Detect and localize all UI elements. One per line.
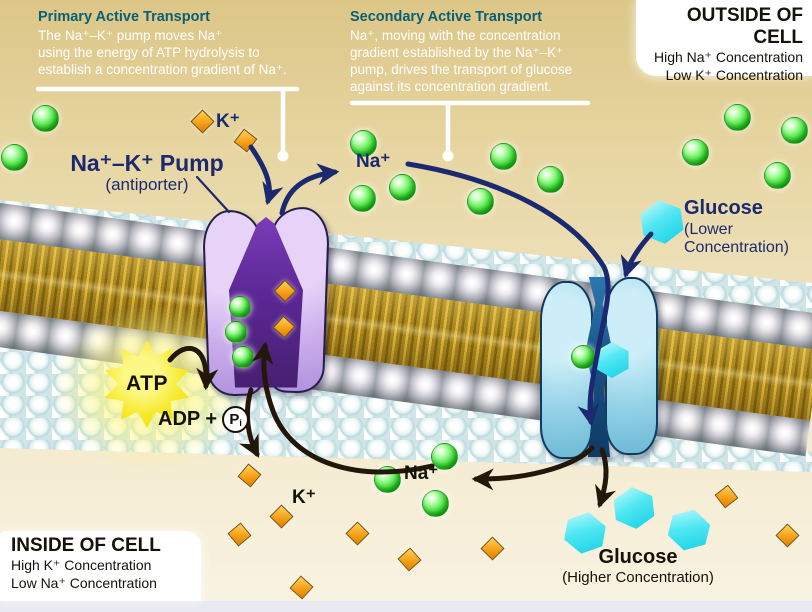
sodium-ion	[764, 162, 791, 189]
sodium-ion	[389, 174, 416, 201]
bottom-strip	[0, 601, 812, 612]
sodium-ion	[1, 144, 28, 171]
glucose-outside-label: Glucose (Lower Concentration)	[684, 197, 789, 257]
glucose-symporter	[540, 277, 658, 459]
sodium-ion	[350, 130, 377, 157]
sodium-ion	[225, 321, 247, 343]
sodium-ion	[349, 185, 376, 212]
primary-body: The Na⁺–K⁺ pump moves Na⁺ using the ener…	[38, 28, 287, 77]
sodium-ion	[682, 139, 709, 166]
potassium-outside-label: K⁺	[216, 111, 240, 132]
primary-transport-annotation: Primary Active Transport The Na⁺–K⁺ pump…	[38, 9, 310, 78]
symporter-left-lobe	[540, 281, 593, 459]
sodium-ion	[229, 296, 251, 318]
outside-of-cell-box: OUTSIDE OF CELL High Na⁺ Concentration L…	[636, 0, 812, 83]
atp-label: ATP	[126, 372, 168, 395]
pump-name: Na⁺–K⁺ Pump	[70, 150, 224, 176]
pump-label: Na⁺–K⁺ Pump (antiporter)	[52, 150, 242, 195]
sodium-ion	[374, 466, 401, 493]
sodium-inside-label: Na⁺	[404, 463, 439, 484]
sodium-ion	[490, 143, 517, 170]
primary-title: Primary Active Transport	[38, 9, 210, 25]
sodium-ion	[431, 443, 458, 470]
sodium-ion	[32, 105, 59, 132]
sodium-potassium-pump	[201, 206, 331, 397]
sodium-ion	[571, 345, 595, 369]
sodium-ion	[232, 346, 254, 368]
pump-type: (antiporter)	[105, 175, 189, 194]
glucose-inside-label: Glucose (Higher Concentration)	[562, 546, 714, 586]
sodium-ion	[537, 166, 564, 193]
adp-text: ADP +	[158, 408, 218, 430]
sodium-ion	[781, 117, 808, 144]
sodium-ion	[467, 188, 494, 215]
secondary-transport-annotation: Secondary Active Transport Na⁺, moving w…	[350, 9, 602, 95]
sodium-outside-label: Na⁺	[356, 151, 391, 172]
secondary-body: Na⁺, moving with the concentration gradi…	[350, 28, 573, 94]
inside-of-cell-box: INSIDE OF CELL High K⁺ Concentration Low…	[0, 531, 201, 601]
secondary-title: Secondary Active Transport	[350, 9, 543, 25]
sodium-ion	[422, 490, 449, 517]
sodium-ion	[724, 104, 751, 131]
potassium-inside-label: K⁺	[292, 487, 316, 508]
